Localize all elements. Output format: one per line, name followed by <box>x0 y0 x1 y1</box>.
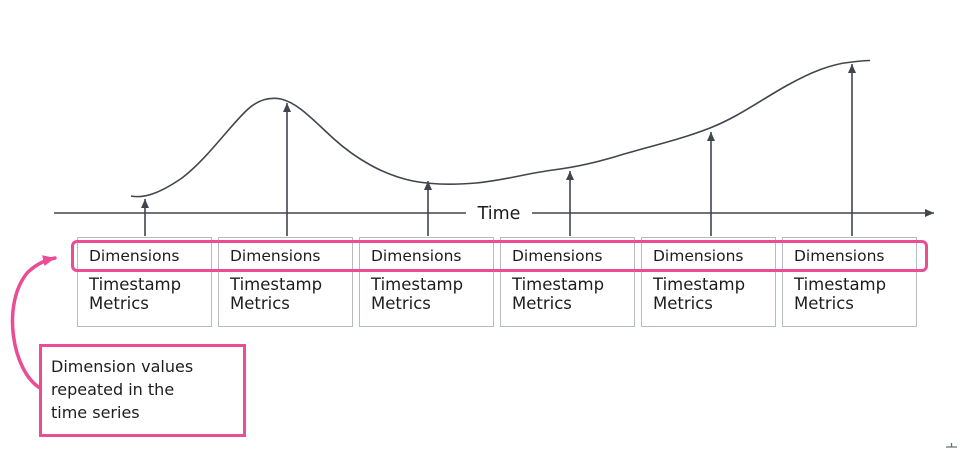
dimensions-highlight-band <box>71 240 928 272</box>
record-timestamp: Timestamp <box>230 275 323 294</box>
callout-line-3: time series <box>51 403 140 422</box>
time-series-curve <box>130 59 871 198</box>
record-box-3: Dimensions Timestamp Metrics <box>359 237 494 327</box>
record-body: Timestamp Metrics <box>642 271 775 313</box>
record-metrics: Metrics <box>371 294 431 313</box>
record-dimensions: Dimensions <box>230 247 321 265</box>
record-box-6: Dimensions Timestamp Metrics <box>782 237 917 327</box>
record-box-4: Dimensions Timestamp Metrics <box>500 237 635 327</box>
record-dimensions: Dimensions <box>512 247 603 265</box>
record-timestamp: Timestamp <box>794 275 887 294</box>
record-dimensions: Dimensions <box>89 247 180 265</box>
record-metrics: Metrics <box>230 294 290 313</box>
record-metrics: Metrics <box>89 294 149 313</box>
record-dimensions: Dimensions <box>794 247 885 265</box>
record-box-1: Dimensions Timestamp Metrics <box>77 237 212 327</box>
record-body: Timestamp Metrics <box>501 271 634 313</box>
record-body: Timestamp Metrics <box>783 271 916 313</box>
record-timestamp: Timestamp <box>89 275 182 294</box>
record-body: Timestamp Metrics <box>78 271 211 313</box>
crop-artifact <box>946 443 957 448</box>
time-axis-label: Time <box>477 204 521 224</box>
record-box-2: Dimensions Timestamp Metrics <box>218 237 353 327</box>
record-metrics: Metrics <box>794 294 854 313</box>
record-body: Timestamp Metrics <box>219 271 352 313</box>
callout-line-1: Dimension values <box>51 357 194 376</box>
record-timestamp: Timestamp <box>653 275 746 294</box>
annotation-callout: Dimension values repeated in the time se… <box>39 344 246 437</box>
record-body: Timestamp Metrics <box>360 271 493 313</box>
record-timestamp: Timestamp <box>512 275 605 294</box>
callout-line-2: repeated in the <box>51 380 175 399</box>
record-dimensions: Dimensions <box>653 247 744 265</box>
record-timestamp: Timestamp <box>371 275 464 294</box>
record-dimensions: Dimensions <box>371 247 462 265</box>
record-box-5: Dimensions Timestamp Metrics <box>641 237 776 327</box>
record-metrics: Metrics <box>512 294 572 313</box>
record-metrics: Metrics <box>653 294 713 313</box>
